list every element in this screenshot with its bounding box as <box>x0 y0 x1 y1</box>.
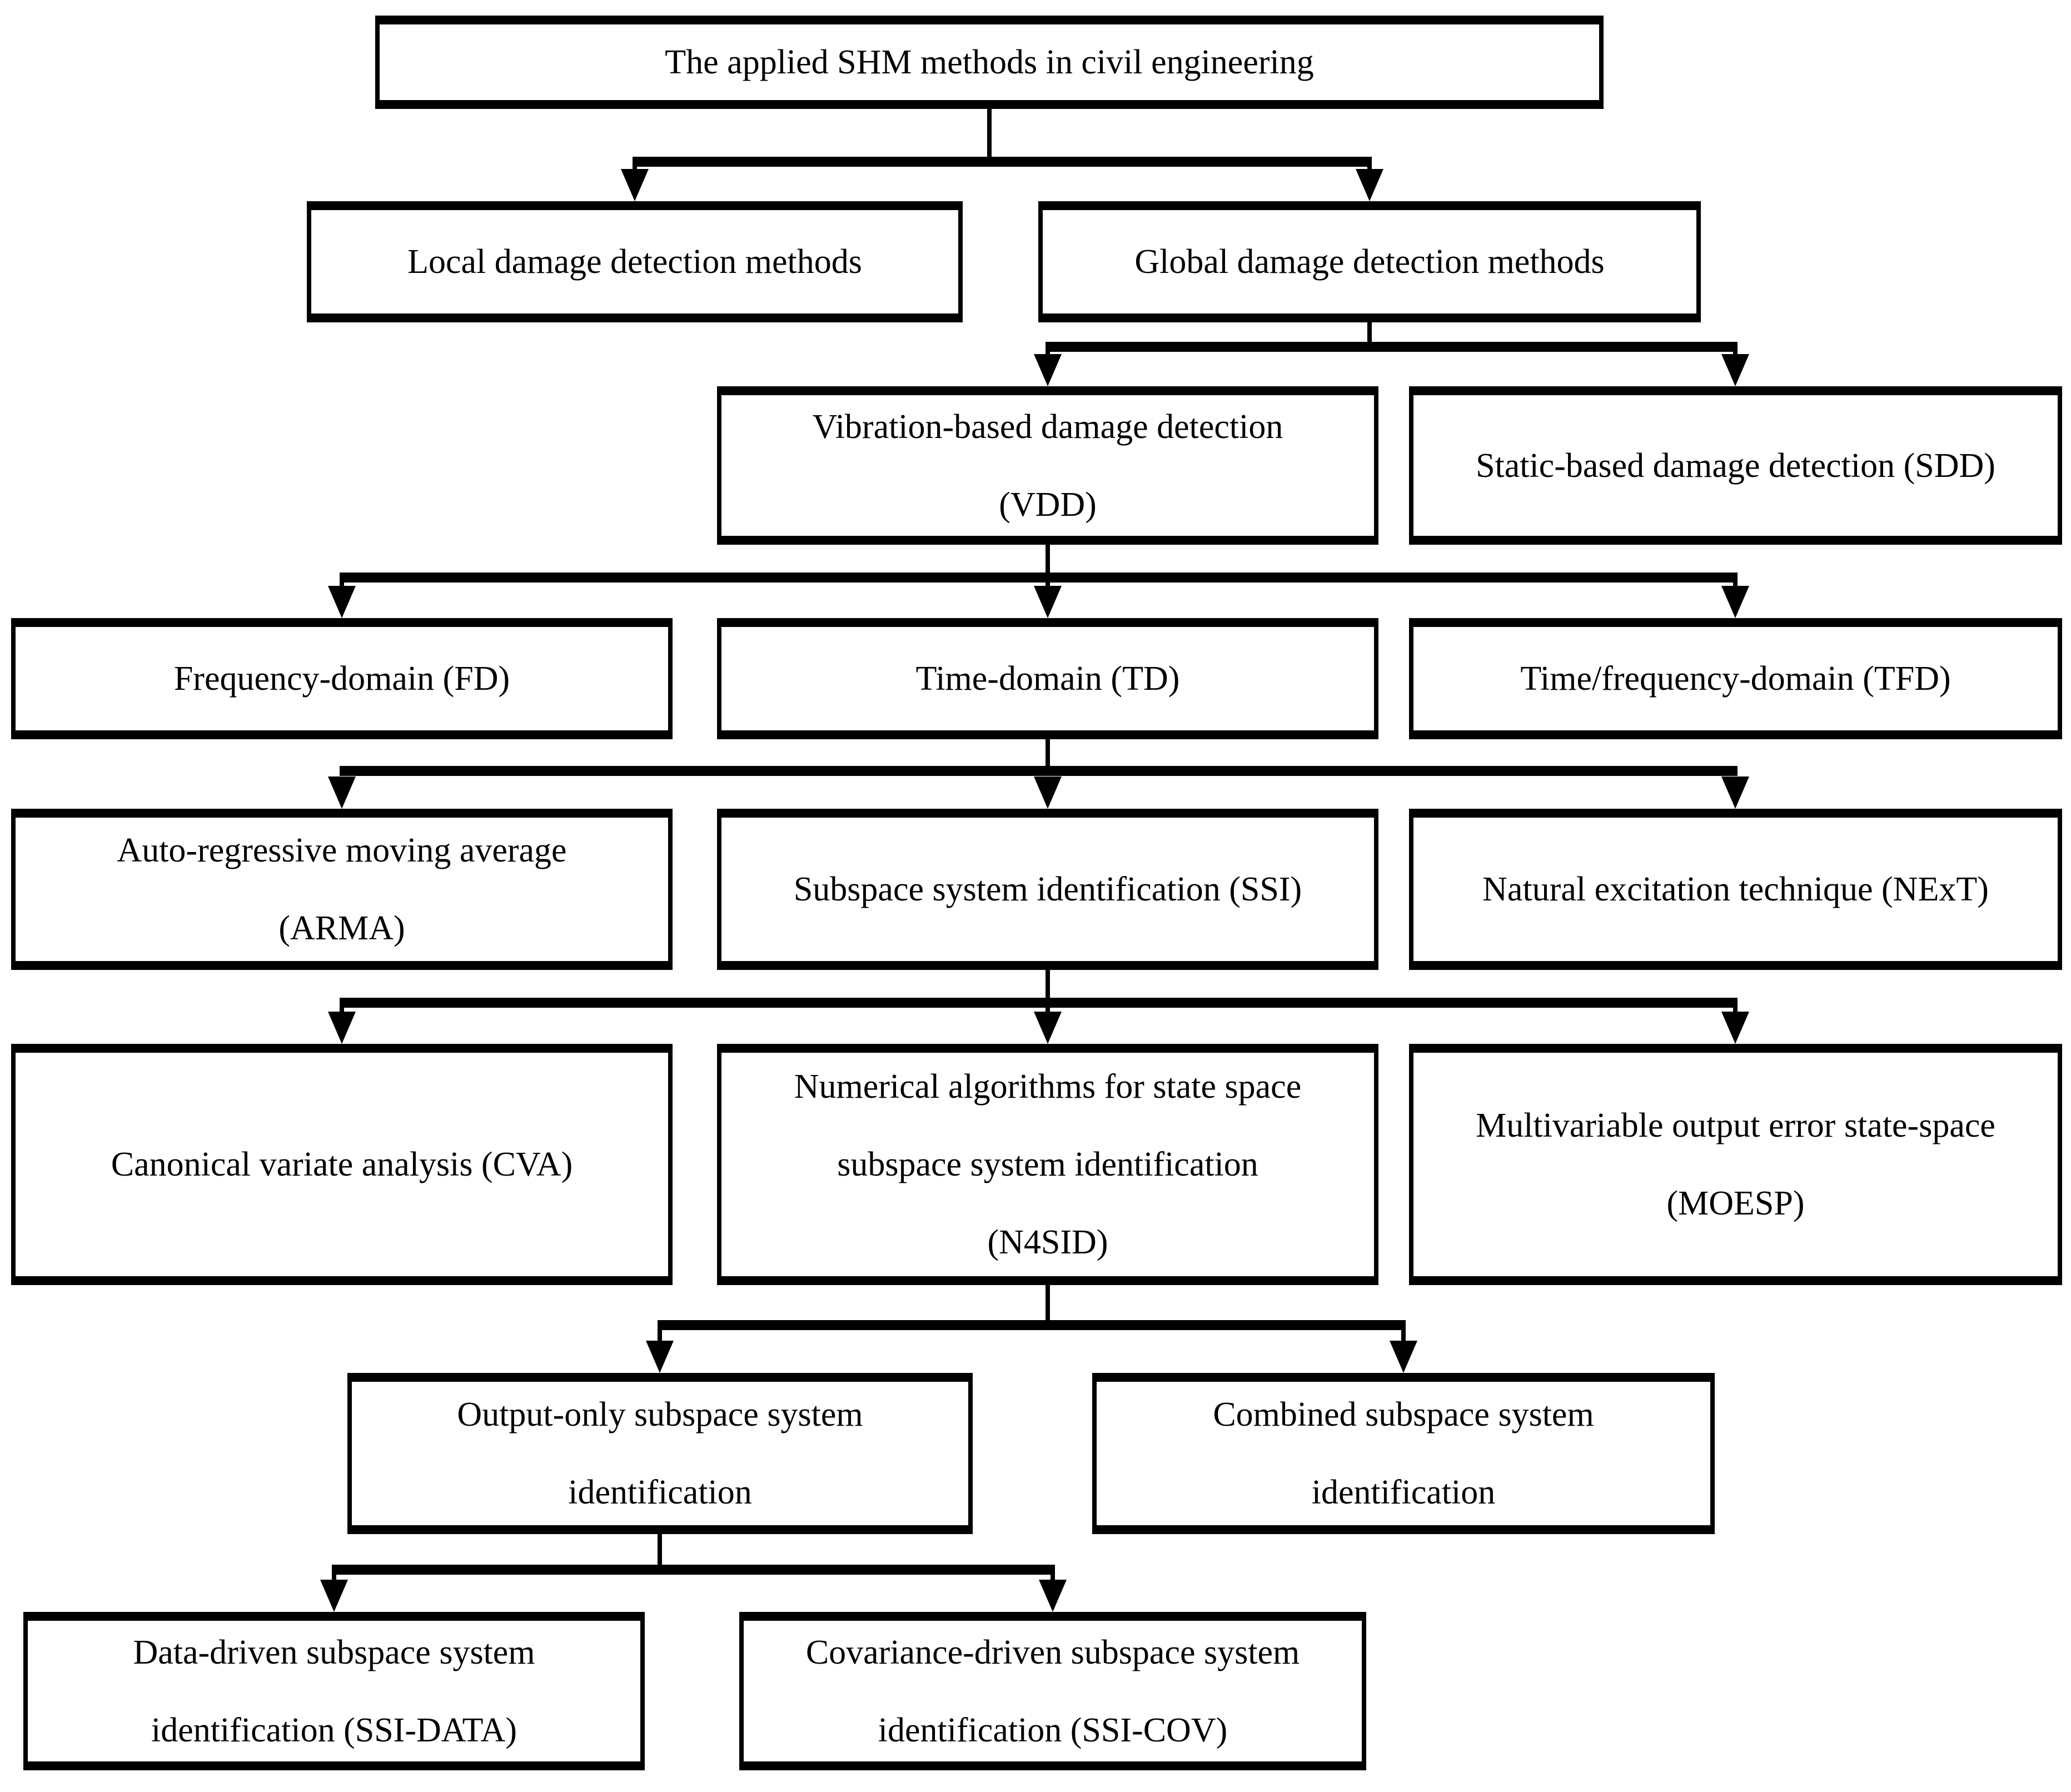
arrow-to-td-icon <box>1034 586 1062 618</box>
connector-stub-ssi-cov <box>1051 1574 1055 1582</box>
connector-ssi-stem <box>1046 970 1050 1008</box>
node-static-based-sdd: Static-based damage detection (SDD) <box>1409 386 2062 545</box>
node-label: Subspace system identification (SSI) <box>793 870 1302 908</box>
connector-td-stem <box>1046 739 1050 776</box>
arrow-to-combined-icon <box>1390 1341 1417 1373</box>
arrow-to-moesp-icon <box>1721 1012 1749 1044</box>
connector-n4sid-crossbar <box>658 1320 1406 1330</box>
connector-global-crossbar <box>1046 342 1738 352</box>
node-next: Natural excitation technique (NExT) <box>1409 809 2062 970</box>
node-label: Global damage detection methods <box>1134 243 1605 281</box>
node-ssi: Subspace system identification (SSI) <box>717 809 1378 970</box>
node-n4sid: Numerical algorithms for state space sub… <box>717 1044 1378 1285</box>
arrow-to-sdd-icon <box>1721 354 1749 386</box>
node-frequency-domain: Frequency-domain (FD) <box>11 618 673 739</box>
arrow-to-local-icon <box>621 169 649 201</box>
connector-stub-ssi-data <box>332 1574 336 1582</box>
node-label: identification <box>568 1474 752 1511</box>
arrow-to-vdd-icon <box>1034 354 1062 386</box>
connector-stub-fd <box>340 581 344 588</box>
arrow-to-next-icon <box>1721 776 1749 809</box>
node-label: subspace system identification <box>837 1146 1258 1183</box>
connector-output-only-stem <box>658 1534 662 1575</box>
connector-stub-output-only <box>658 1329 662 1343</box>
node-cva: Canonical variate analysis (CVA) <box>11 1044 673 1285</box>
node-label: Static-based damage detection (SDD) <box>1476 446 1995 485</box>
node-label: The applied SHM methods in civil enginee… <box>665 43 1314 81</box>
connector-root-stem <box>987 109 992 167</box>
connector-stub-combined <box>1401 1329 1406 1343</box>
node-global-damage-detection: Global damage detection methods <box>1038 201 1701 322</box>
node-label: Local damage detection methods <box>407 243 862 281</box>
node-combined-ssi: Combined subspace system identification <box>1092 1373 1715 1534</box>
node-label: Combined subspace system <box>1213 1396 1594 1433</box>
node-local-damage-detection: Local damage detection methods <box>307 201 963 322</box>
connector-vdd-stem <box>1046 545 1050 583</box>
node-label: (MOESP) <box>1666 1184 1805 1222</box>
node-label: Multivariable output error state-space <box>1476 1107 1995 1144</box>
arrow-to-fd-icon <box>328 586 356 618</box>
node-label: identification (SSI-DATA) <box>151 1711 517 1749</box>
arrow-to-global-icon <box>1356 169 1383 201</box>
node-label: identification (SSI-COV) <box>878 1711 1228 1749</box>
node-label: Covariance-driven subspace system <box>805 1633 1300 1671</box>
arrow-to-cva-icon <box>328 1012 356 1044</box>
arrow-to-tfd-icon <box>1721 586 1749 618</box>
node-ssi-data: Data-driven subspace system identificati… <box>23 1612 645 1770</box>
arrow-to-ssi-data-icon <box>320 1580 348 1612</box>
arrow-to-n4sid-icon <box>1034 1012 1062 1044</box>
node-label: (VDD) <box>999 485 1097 524</box>
node-moesp: Multivariable output error state-space (… <box>1409 1044 2062 1285</box>
node-label: Vibration-based damage detection <box>812 407 1283 446</box>
connector-stub-td <box>1046 581 1050 588</box>
connector-n4sid-stem <box>1046 1285 1050 1330</box>
node-label: identification <box>1311 1474 1496 1511</box>
node-label: Time/frequency-domain (TFD) <box>1520 660 1951 698</box>
connector-global-stem <box>1367 322 1372 352</box>
node-shm-methods-root: The applied SHM methods in civil enginee… <box>375 16 1604 109</box>
connector-stub-n4sid <box>1046 1007 1050 1013</box>
connector-ssi-crossbar <box>340 998 1738 1008</box>
node-label: (N4SID) <box>987 1223 1108 1261</box>
node-label: Time-domain (TD) <box>915 660 1180 698</box>
node-vibration-based-vdd: Vibration-based damage detection (VDD) <box>717 386 1378 545</box>
node-label: (ARMA) <box>278 909 405 947</box>
node-time-frequency-domain: Time/frequency-domain (TFD) <box>1409 618 2062 739</box>
connector-root-crossbar <box>633 157 1372 167</box>
node-label: Natural excitation technique (NExT) <box>1482 870 1989 908</box>
node-time-domain: Time-domain (TD) <box>717 618 1378 739</box>
node-label: Data-driven subspace system <box>133 1633 535 1671</box>
node-label: Frequency-domain (FD) <box>173 660 510 698</box>
connector-stub-vdd <box>1046 351 1050 356</box>
arrow-to-output-only-icon <box>646 1341 674 1373</box>
arrow-to-ssi-cov-icon <box>1039 1580 1067 1612</box>
connector-stub-moesp <box>1733 1007 1738 1013</box>
node-ssi-cov: Covariance-driven subspace system identi… <box>739 1612 1366 1770</box>
connector-stub-tfd <box>1733 581 1738 588</box>
connector-vdd-crossbar <box>340 573 1738 583</box>
arrow-to-arma-icon <box>328 776 356 809</box>
connector-output-only-crossbar <box>332 1565 1055 1575</box>
connector-stub-cva <box>340 1007 344 1013</box>
node-arma: Auto-regressive moving average (ARMA) <box>11 809 673 970</box>
node-output-only-ssi: Output-only subspace system identificati… <box>347 1373 973 1534</box>
node-label: Output-only subspace system <box>457 1396 863 1433</box>
connector-td-crossbar <box>340 766 1738 776</box>
node-label: Numerical algorithms for state space <box>794 1068 1302 1106</box>
connector-stub-sdd <box>1733 351 1738 356</box>
node-label: Canonical variate analysis (CVA) <box>111 1146 573 1183</box>
node-label: Auto-regressive moving average <box>117 832 567 869</box>
arrow-to-ssi-icon <box>1034 776 1062 809</box>
